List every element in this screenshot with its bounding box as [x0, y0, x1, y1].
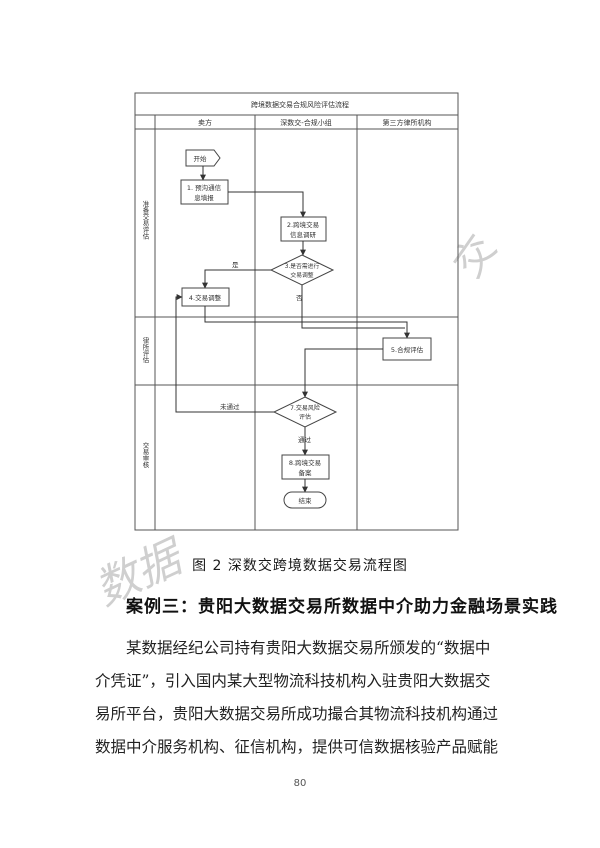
node-research-line1: 2.跨境交易	[287, 220, 319, 229]
node-prefill-line2: 息填报	[194, 193, 214, 202]
decision-adjust	[269, 254, 335, 286]
column-header-lawfirm: 第三方律所机构	[383, 118, 432, 127]
decision-adjust-line2: 交易调整	[290, 271, 313, 279]
decision-risk-eval	[272, 396, 338, 428]
node-research	[280, 216, 327, 242]
phase-label-review: 交易审核	[141, 441, 149, 470]
node-research-line2: 信息调研	[290, 230, 317, 239]
start-node	[185, 149, 221, 167]
node-prefill	[180, 179, 229, 205]
start-label: 开始	[194, 154, 208, 163]
node-filing-line1: 8.跨境交易	[289, 458, 321, 467]
decision-risk-line1: 7.交易风险	[290, 404, 320, 412]
body-paragraph: 某数据经纪公司持有贵阳大数据交易所颁发的“数据中 介凭证”，引入国内某大型物流科…	[95, 632, 515, 764]
paragraph-line: 易所平台，贵阳大数据交易所成功撮合其物流科技机构通过	[95, 705, 499, 723]
page-number: 80	[293, 778, 307, 789]
phase-label-prepare: 准备交易评估	[141, 199, 149, 241]
flowchart-title: 跨境数据交易合规风险评估流程	[251, 100, 349, 109]
edge-label-yes: 是	[232, 261, 239, 269]
node-filing-line2: 备案	[299, 468, 313, 477]
edge-label-no: 否	[296, 294, 303, 302]
case-title: 案例三：贵阳大数据交易所数据中介助力金融场景实践	[126, 597, 558, 617]
node-adjust-label: 4.交易调整	[189, 293, 222, 302]
paragraph-line: 介凭证”，引入国内某大型物流科技机构入驻贵阳大数据交	[95, 672, 491, 690]
column-header-seller: 卖方	[198, 118, 212, 127]
column-header-compliance: 深数交-合规小组	[280, 118, 332, 127]
edge-label-pass: 通过	[298, 435, 312, 444]
flowchart-edges	[175, 166, 410, 493]
edge-label-fail: 未通过	[220, 402, 240, 411]
phase-label-lawfirm: 律所评估	[141, 336, 149, 365]
decision-risk-line2: 评估	[299, 413, 311, 421]
flowchart-figure: 跨境数据交易合规风险评估流程 卖方 深数交-合规小组 第三方律所机构 准备交易评…	[134, 92, 459, 531]
figure-caption: 图 2 深数交跨境数据交易流程图	[192, 558, 408, 574]
decision-adjust-line1: 3.是否需进行	[285, 262, 320, 270]
flowchart-frame	[134, 92, 459, 531]
paragraph-line: 数据中介服务机构、征信机构，提供可信数据核验产品赋能	[95, 738, 499, 756]
node-compliance-eval-label: 5.合规评估	[391, 345, 424, 354]
node-prefill-line1: 1. 预沟通信	[187, 183, 222, 192]
end-label: 结束	[299, 496, 313, 505]
paragraph-line: 某数据经纪公司持有贵阳大数据交易所颁发的“数据中	[126, 639, 491, 657]
